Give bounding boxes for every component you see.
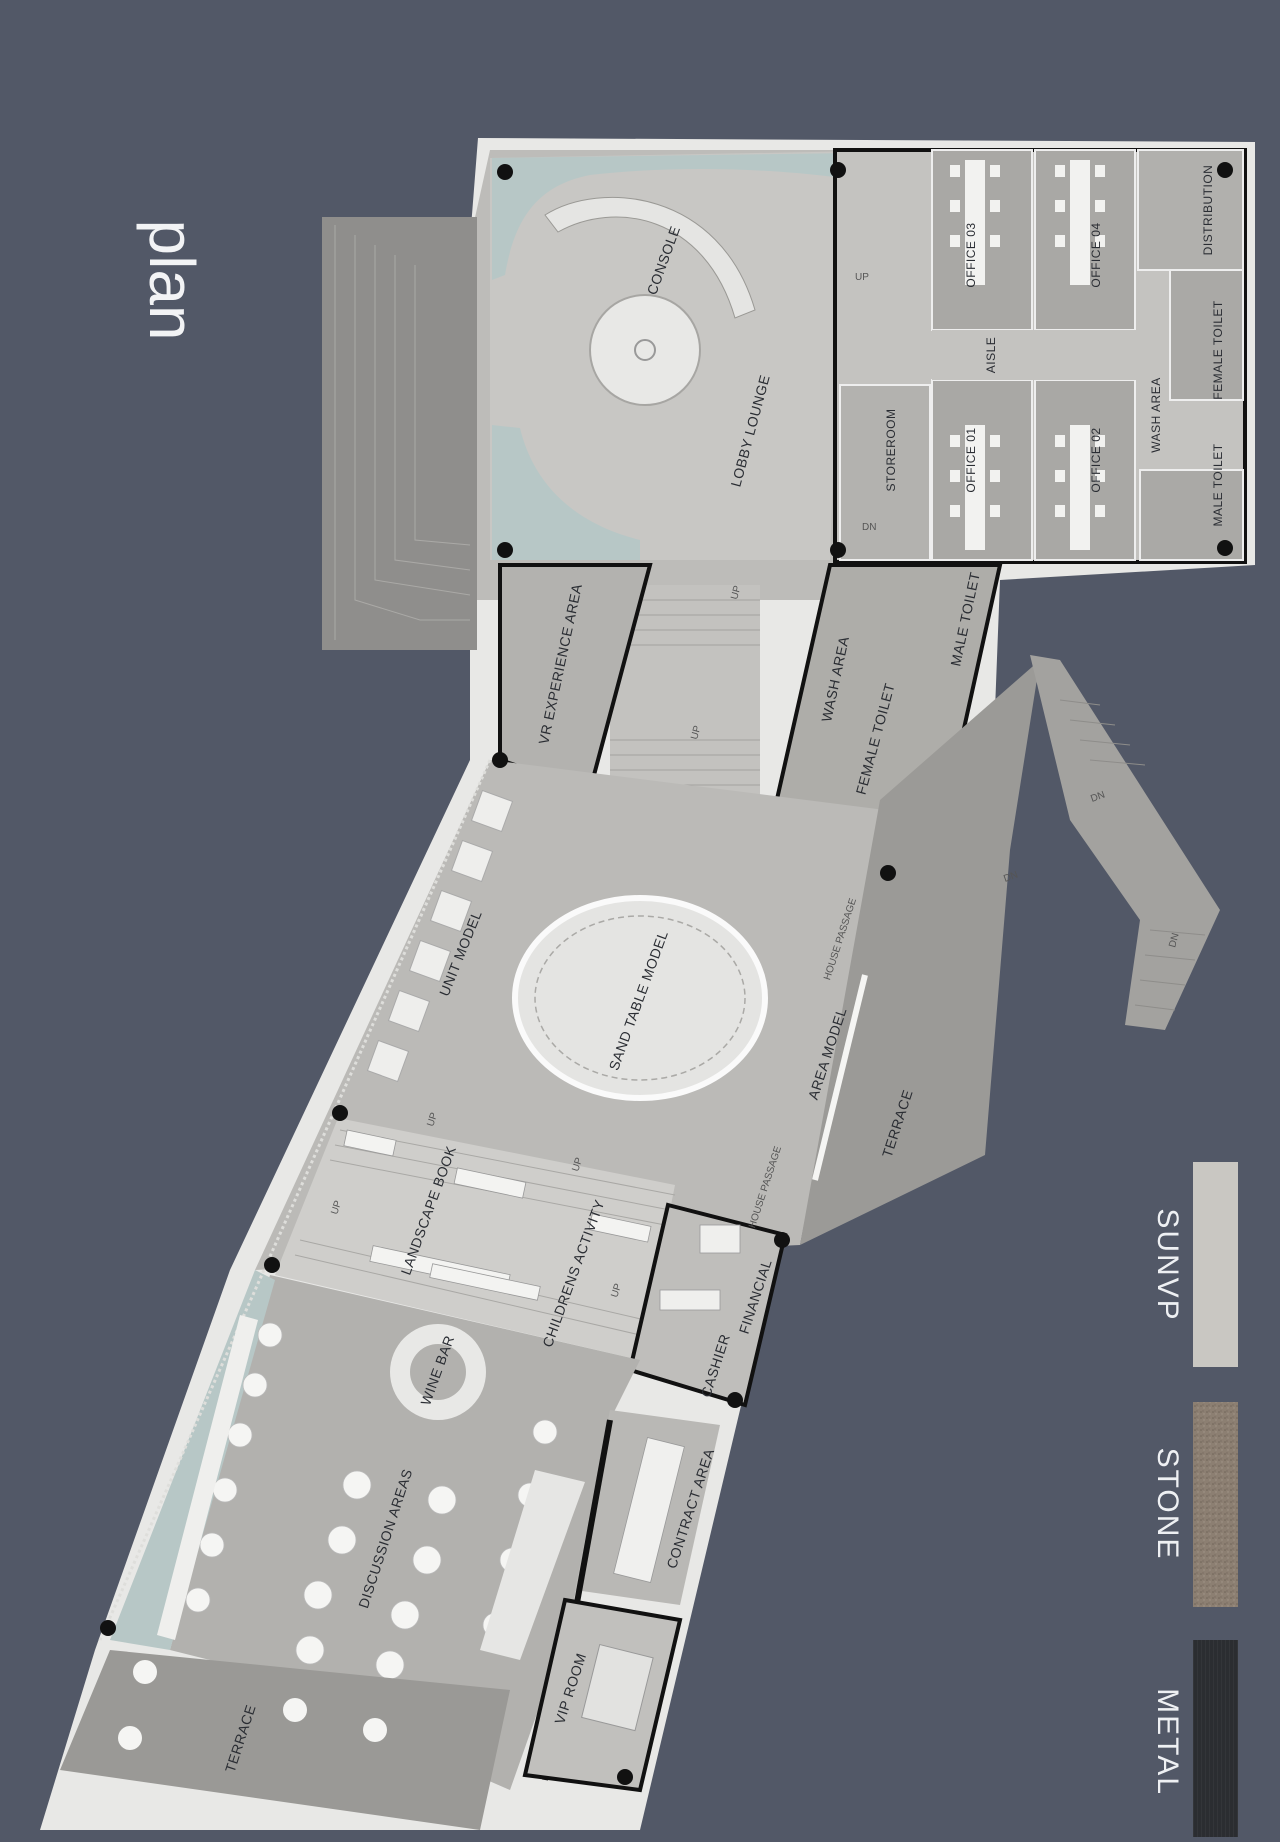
- right-stairs: [1030, 655, 1220, 1030]
- landscape-benches: [343, 1129, 652, 1301]
- legend-swatch-sunvp: [1193, 1162, 1238, 1367]
- stair-up-landscape-3: UP: [329, 1199, 344, 1216]
- area-model-wall: [812, 974, 868, 1181]
- stair-up-landscape-1: UP: [425, 1111, 440, 1128]
- stair-up-landscape-2: UP: [570, 1156, 585, 1173]
- label-aisle: AISLE: [984, 337, 998, 374]
- lobby-round-feature: [589, 294, 701, 406]
- legend-label-sunvp: SUNVP: [1151, 1208, 1184, 1321]
- sand-table: [512, 895, 768, 1101]
- discussion-long-bench: [157, 1315, 258, 1640]
- structural-columns: [100, 162, 1233, 1785]
- stair-dn-right-2: DN: [1002, 870, 1019, 885]
- contract-tables: [613, 1436, 685, 1584]
- water-feature-left: [492, 425, 640, 560]
- stair-up-landscape-4: UP: [609, 1282, 624, 1299]
- left-facade-line: [98, 759, 492, 1641]
- legend-label-stone: STONE: [1151, 1448, 1184, 1561]
- landscape-band: [275, 1118, 675, 1360]
- wine-bar-center: [410, 1344, 466, 1400]
- label-storeroom: STOREROOM: [884, 409, 898, 492]
- label-office-04: OFFICE 04: [1089, 222, 1103, 287]
- female-toilet-room-1: [1169, 269, 1244, 401]
- entrance-stair-lines: [334, 225, 471, 640]
- sand-table-inner-ring: [534, 915, 746, 1081]
- lobby-floor: [490, 150, 930, 560]
- terrace-bottom-tables: [118, 1660, 387, 1750]
- discussion-long-bench-right: [480, 1470, 585, 1660]
- console-desk: [544, 196, 756, 319]
- unit-model-boards: [366, 789, 514, 1083]
- legend-swatch-stone: [1193, 1402, 1238, 1607]
- legend-swatch-metal: [1193, 1640, 1238, 1837]
- label-wash-area-1: WASH AREA: [1149, 377, 1163, 452]
- financial-furniture: [659, 1224, 741, 1311]
- legend-label-metal: METAL: [1151, 1688, 1184, 1796]
- label-office-01: OFFICE 01: [964, 427, 978, 492]
- label-distribution: DISTRIBUTION: [1201, 165, 1215, 256]
- right-stair-treads: [1059, 699, 1206, 1011]
- plan-title: plan: [136, 220, 208, 341]
- storeroom-room: [839, 384, 931, 561]
- label-office-02: OFFICE 02: [1089, 427, 1103, 492]
- vip-sofa: [581, 1643, 654, 1732]
- entrance-stairs: [322, 217, 477, 650]
- office-desks: [950, 160, 1105, 550]
- aisle-corridor: [932, 330, 1142, 380]
- stair-dn-office: DN: [862, 522, 876, 533]
- terrace-right-area: [800, 660, 1040, 1245]
- label-office-03: OFFICE 03: [964, 222, 978, 287]
- label-female-toilet-1: FEMALE TOILET: [1211, 300, 1225, 400]
- stair-up-office: UP: [855, 272, 869, 283]
- stair-up-lobby-2: UP: [689, 724, 703, 741]
- stair-dn-right-3: DN: [1167, 932, 1181, 949]
- lobby-round-centerpiece: [634, 339, 656, 361]
- terrace-bottom-area: [60, 1650, 510, 1830]
- stair-up-lobby-1: UP: [729, 584, 743, 601]
- label-male-toilet-1: MALE TOILET: [1211, 443, 1225, 526]
- discussion-hall: [170, 1275, 640, 1790]
- stair-dn-right-1: DN: [1089, 790, 1106, 805]
